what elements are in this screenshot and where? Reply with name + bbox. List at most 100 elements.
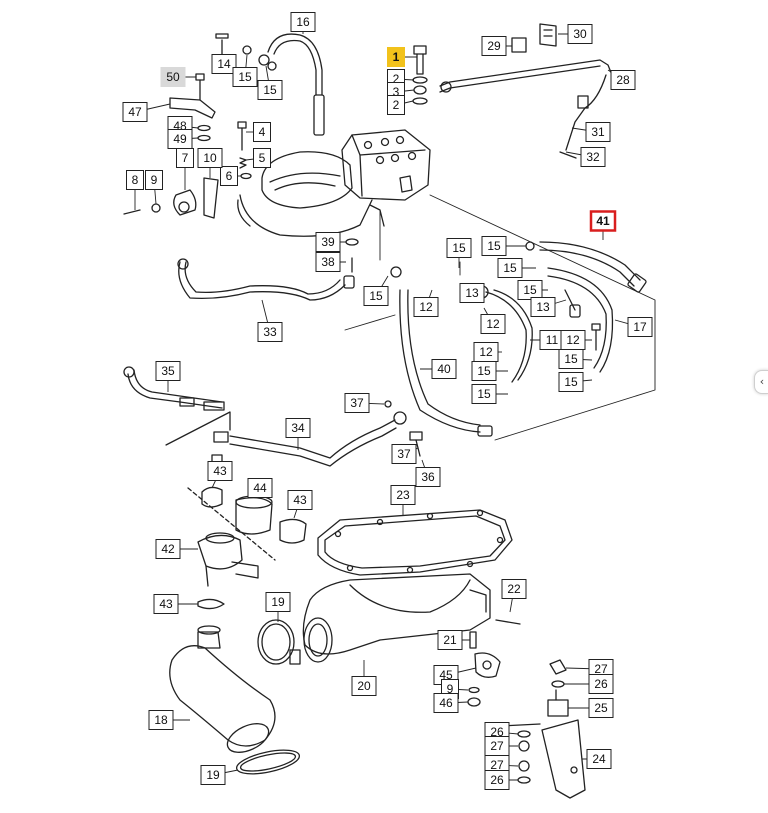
part-label-11[interactable]: 11 [539, 330, 565, 350]
part-label-27b[interactable]: 27 [484, 736, 510, 756]
part-label-40[interactable]: 40 [431, 359, 457, 379]
part-label-15c[interactable]: 15 [481, 236, 507, 256]
assembly-guide-lines [344, 194, 656, 441]
part-label-13b[interactable]: 13 [530, 297, 556, 317]
part-label-1[interactable]: 1 [387, 47, 405, 67]
part-label-22[interactable]: 22 [501, 579, 527, 599]
part-label-21[interactable]: 21 [437, 630, 463, 650]
part-label-15f[interactable]: 15 [446, 238, 472, 258]
part-label-15i[interactable]: 15 [558, 349, 584, 369]
part-label-33[interactable]: 33 [257, 322, 283, 342]
part-number-text: 25 [594, 701, 608, 715]
part-label-2b[interactable]: 2 [387, 95, 405, 115]
part-label-24[interactable]: 24 [586, 749, 612, 769]
part-label-27c[interactable]: 27 [484, 755, 510, 775]
part-label-30[interactable]: 30 [567, 24, 593, 44]
part-label-19a[interactable]: 19 [265, 592, 291, 612]
part-number-text: 37 [350, 396, 364, 410]
part-label-15e[interactable]: 15 [517, 280, 543, 300]
part-label-15a[interactable]: 15 [232, 67, 258, 87]
part-number-text: 28 [616, 73, 630, 87]
throttle-housing-drawing [237, 129, 431, 237]
part-label-36[interactable]: 36 [415, 467, 441, 487]
hoses-34-35-drawing [123, 366, 423, 467]
part-label-box [155, 539, 181, 559]
part-label-42[interactable]: 42 [155, 539, 181, 559]
part-label-25[interactable]: 25 [588, 698, 614, 718]
part-number-text: 43 [159, 597, 173, 611]
part-number-text: 47 [128, 105, 142, 119]
part-label-38[interactable]: 38 [315, 252, 341, 272]
part-label-44[interactable]: 44 [247, 478, 273, 498]
part-label-15g[interactable]: 15 [363, 286, 389, 306]
part-label-46[interactable]: 46 [433, 693, 459, 713]
part-number-text: 15 [487, 239, 501, 253]
part-label-15h[interactable]: 15 [471, 361, 497, 381]
part-label-9a[interactable]: 9 [145, 170, 163, 190]
part-label-49[interactable]: 49 [167, 129, 193, 149]
part-label-32[interactable]: 32 [580, 147, 606, 167]
part-label-12c[interactable]: 12 [473, 342, 499, 362]
part-label-4[interactable]: 4 [253, 122, 271, 142]
part-label-box [558, 349, 584, 369]
part-label-37a[interactable]: 37 [344, 393, 370, 413]
side-panel-toggle[interactable]: ‹ [754, 370, 768, 394]
part-label-35[interactable]: 35 [155, 361, 181, 381]
part-label-47[interactable]: 47 [122, 102, 148, 122]
part-label-box [315, 252, 341, 272]
part-number-text: 46 [439, 696, 453, 710]
part-number-text: 32 [586, 150, 600, 164]
part-label-8[interactable]: 8 [126, 170, 144, 190]
part-label-box [589, 210, 617, 232]
part-label-18[interactable]: 18 [148, 710, 174, 730]
part-label-14[interactable]: 14 [211, 54, 237, 74]
part-label-box [530, 297, 556, 317]
part-number-text: 12 [419, 300, 433, 314]
part-number-text: 37 [397, 447, 411, 461]
part-label-12b[interactable]: 12 [480, 314, 506, 334]
part-label-15k[interactable]: 15 [471, 384, 497, 404]
part-label-17[interactable]: 17 [627, 317, 653, 337]
chevron-left-icon: ‹ [759, 375, 765, 388]
part-label-29[interactable]: 29 [481, 36, 507, 56]
part-label-12a[interactable]: 12 [413, 297, 439, 317]
part-label-26a[interactable]: 26 [588, 674, 614, 694]
part-label-box [484, 770, 510, 790]
part-label-box [588, 674, 614, 694]
part-label-box [481, 36, 507, 56]
part-label-6[interactable]: 6 [220, 166, 238, 186]
part-label-13a[interactable]: 13 [459, 283, 485, 303]
part-label-box [481, 236, 507, 256]
part-label-43b[interactable]: 43 [287, 490, 313, 510]
part-label-39[interactable]: 39 [315, 232, 341, 252]
part-label-box [290, 12, 316, 32]
part-label-34[interactable]: 34 [285, 418, 311, 438]
part-label-20[interactable]: 20 [351, 676, 377, 696]
pipe-16-drawing [215, 33, 325, 136]
part-label-15d[interactable]: 15 [497, 258, 523, 278]
part-label-12d[interactable]: 12 [560, 330, 586, 350]
part-label-7[interactable]: 7 [176, 148, 194, 168]
part-number-text: 31 [591, 125, 605, 139]
part-label-26c[interactable]: 26 [484, 770, 510, 790]
part-label-28[interactable]: 28 [610, 70, 636, 90]
part-label-41[interactable]: 41 [589, 210, 617, 232]
part-label-23[interactable]: 23 [390, 485, 416, 505]
part-label-box [232, 67, 258, 87]
part-label-50[interactable]: 50 [160, 67, 186, 87]
part-label-43c[interactable]: 43 [153, 594, 179, 614]
part-label-box [285, 418, 311, 438]
part-label-5[interactable]: 5 [253, 148, 271, 168]
part-label-37b[interactable]: 37 [391, 444, 417, 464]
part-label-31[interactable]: 31 [585, 122, 611, 142]
part-label-10[interactable]: 10 [197, 148, 223, 168]
part-number-text: 26 [490, 725, 504, 739]
part-label-16[interactable]: 16 [290, 12, 316, 32]
part-label-43a[interactable]: 43 [207, 461, 233, 481]
part-label-15b[interactable]: 15 [257, 80, 283, 100]
part-label-19b[interactable]: 19 [200, 765, 226, 785]
part-number-text: 38 [321, 255, 335, 269]
part-label-15j[interactable]: 15 [558, 372, 584, 392]
part-number-text: 2 [393, 98, 400, 112]
